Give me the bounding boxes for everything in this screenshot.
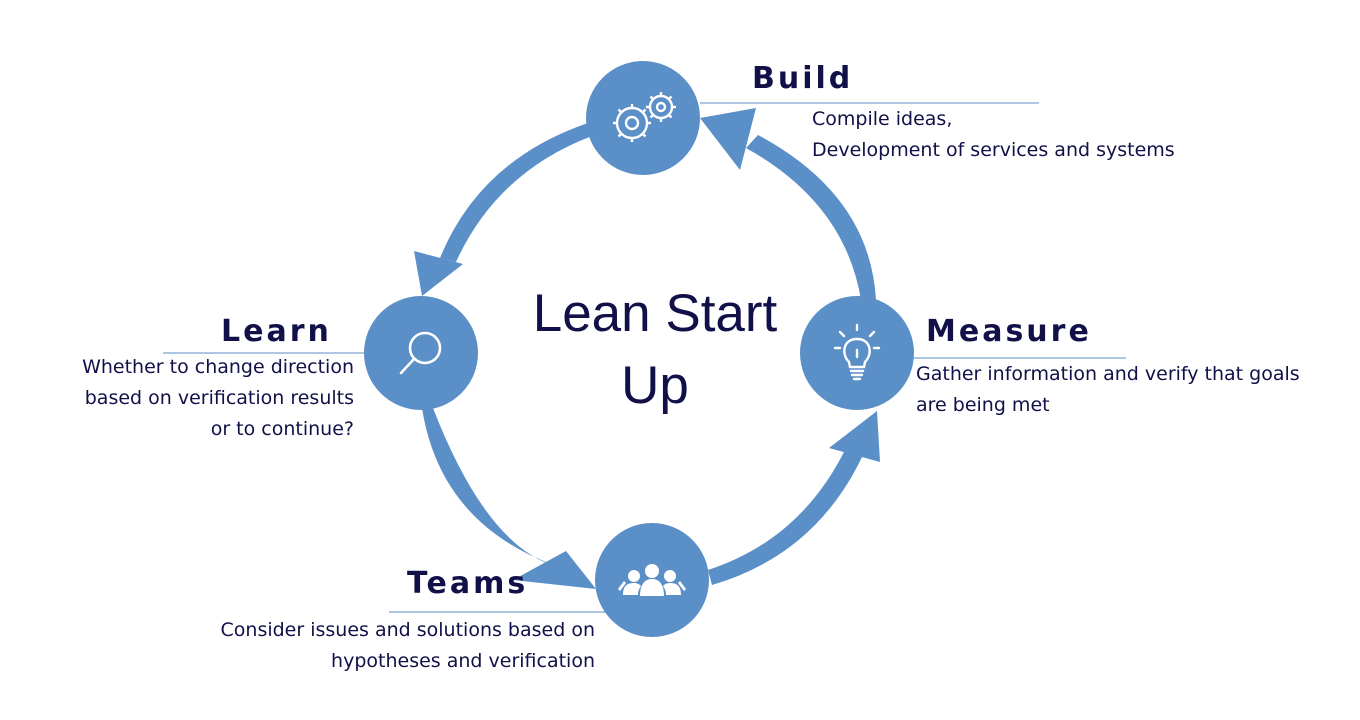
learn-description-line-2: based on verification results <box>84 387 354 409</box>
arrowhead-learn <box>414 251 463 296</box>
learn-circle <box>364 296 478 410</box>
teams-description-line-2: hypotheses and verification <box>331 650 595 672</box>
learn-description-line-1: Whether to change direction <box>82 356 354 378</box>
arrowhead-measure <box>829 411 880 462</box>
magnifier-icon <box>399 331 442 375</box>
gears-icon <box>613 92 676 142</box>
arrow-build-to-learn <box>440 123 592 262</box>
lightbulb-icon <box>833 323 881 381</box>
measure-title: Measure <box>926 314 1092 349</box>
arrow-learn-to-teams <box>422 408 555 566</box>
measure-description: Gather information and verify that goals… <box>916 359 1300 421</box>
teams-description: Consider issues and solutions based on h… <box>221 615 595 677</box>
cycle-arrows <box>414 108 880 589</box>
build-description: Compile ideas, Development of services a… <box>812 104 1175 166</box>
node-build <box>586 61 700 175</box>
center-title: Lean Start Up <box>455 278 855 422</box>
arrowhead-teams <box>513 551 596 589</box>
build-description-line-2: Development of services and systems <box>812 139 1175 161</box>
teams-description-line-1: Consider issues and solutions based on <box>220 619 595 641</box>
node-teams <box>595 523 709 637</box>
center-title-line-1: Lean Start <box>532 284 778 343</box>
arrow-teams-to-measure <box>708 450 862 585</box>
arrowhead-build <box>700 108 756 170</box>
people-icon <box>618 564 686 596</box>
learn-description: Whether to change direction based on ver… <box>82 352 354 445</box>
learn-title: Learn <box>221 314 332 349</box>
build-title: Build <box>752 61 854 96</box>
measure-description-line-1: Gather information and verify that goals <box>916 363 1300 385</box>
center-title-line-2: Up <box>621 356 689 415</box>
title-rules <box>163 102 1126 613</box>
node-measure <box>800 296 914 410</box>
measure-description-line-2: are being met <box>916 394 1050 416</box>
build-circle <box>586 61 700 175</box>
arrow-measure-to-build <box>746 135 876 300</box>
node-learn <box>364 296 478 410</box>
learn-description-line-3: or to continue? <box>210 418 354 440</box>
teams-title: Teams <box>407 566 529 601</box>
build-description-line-1: Compile ideas, <box>812 108 953 130</box>
